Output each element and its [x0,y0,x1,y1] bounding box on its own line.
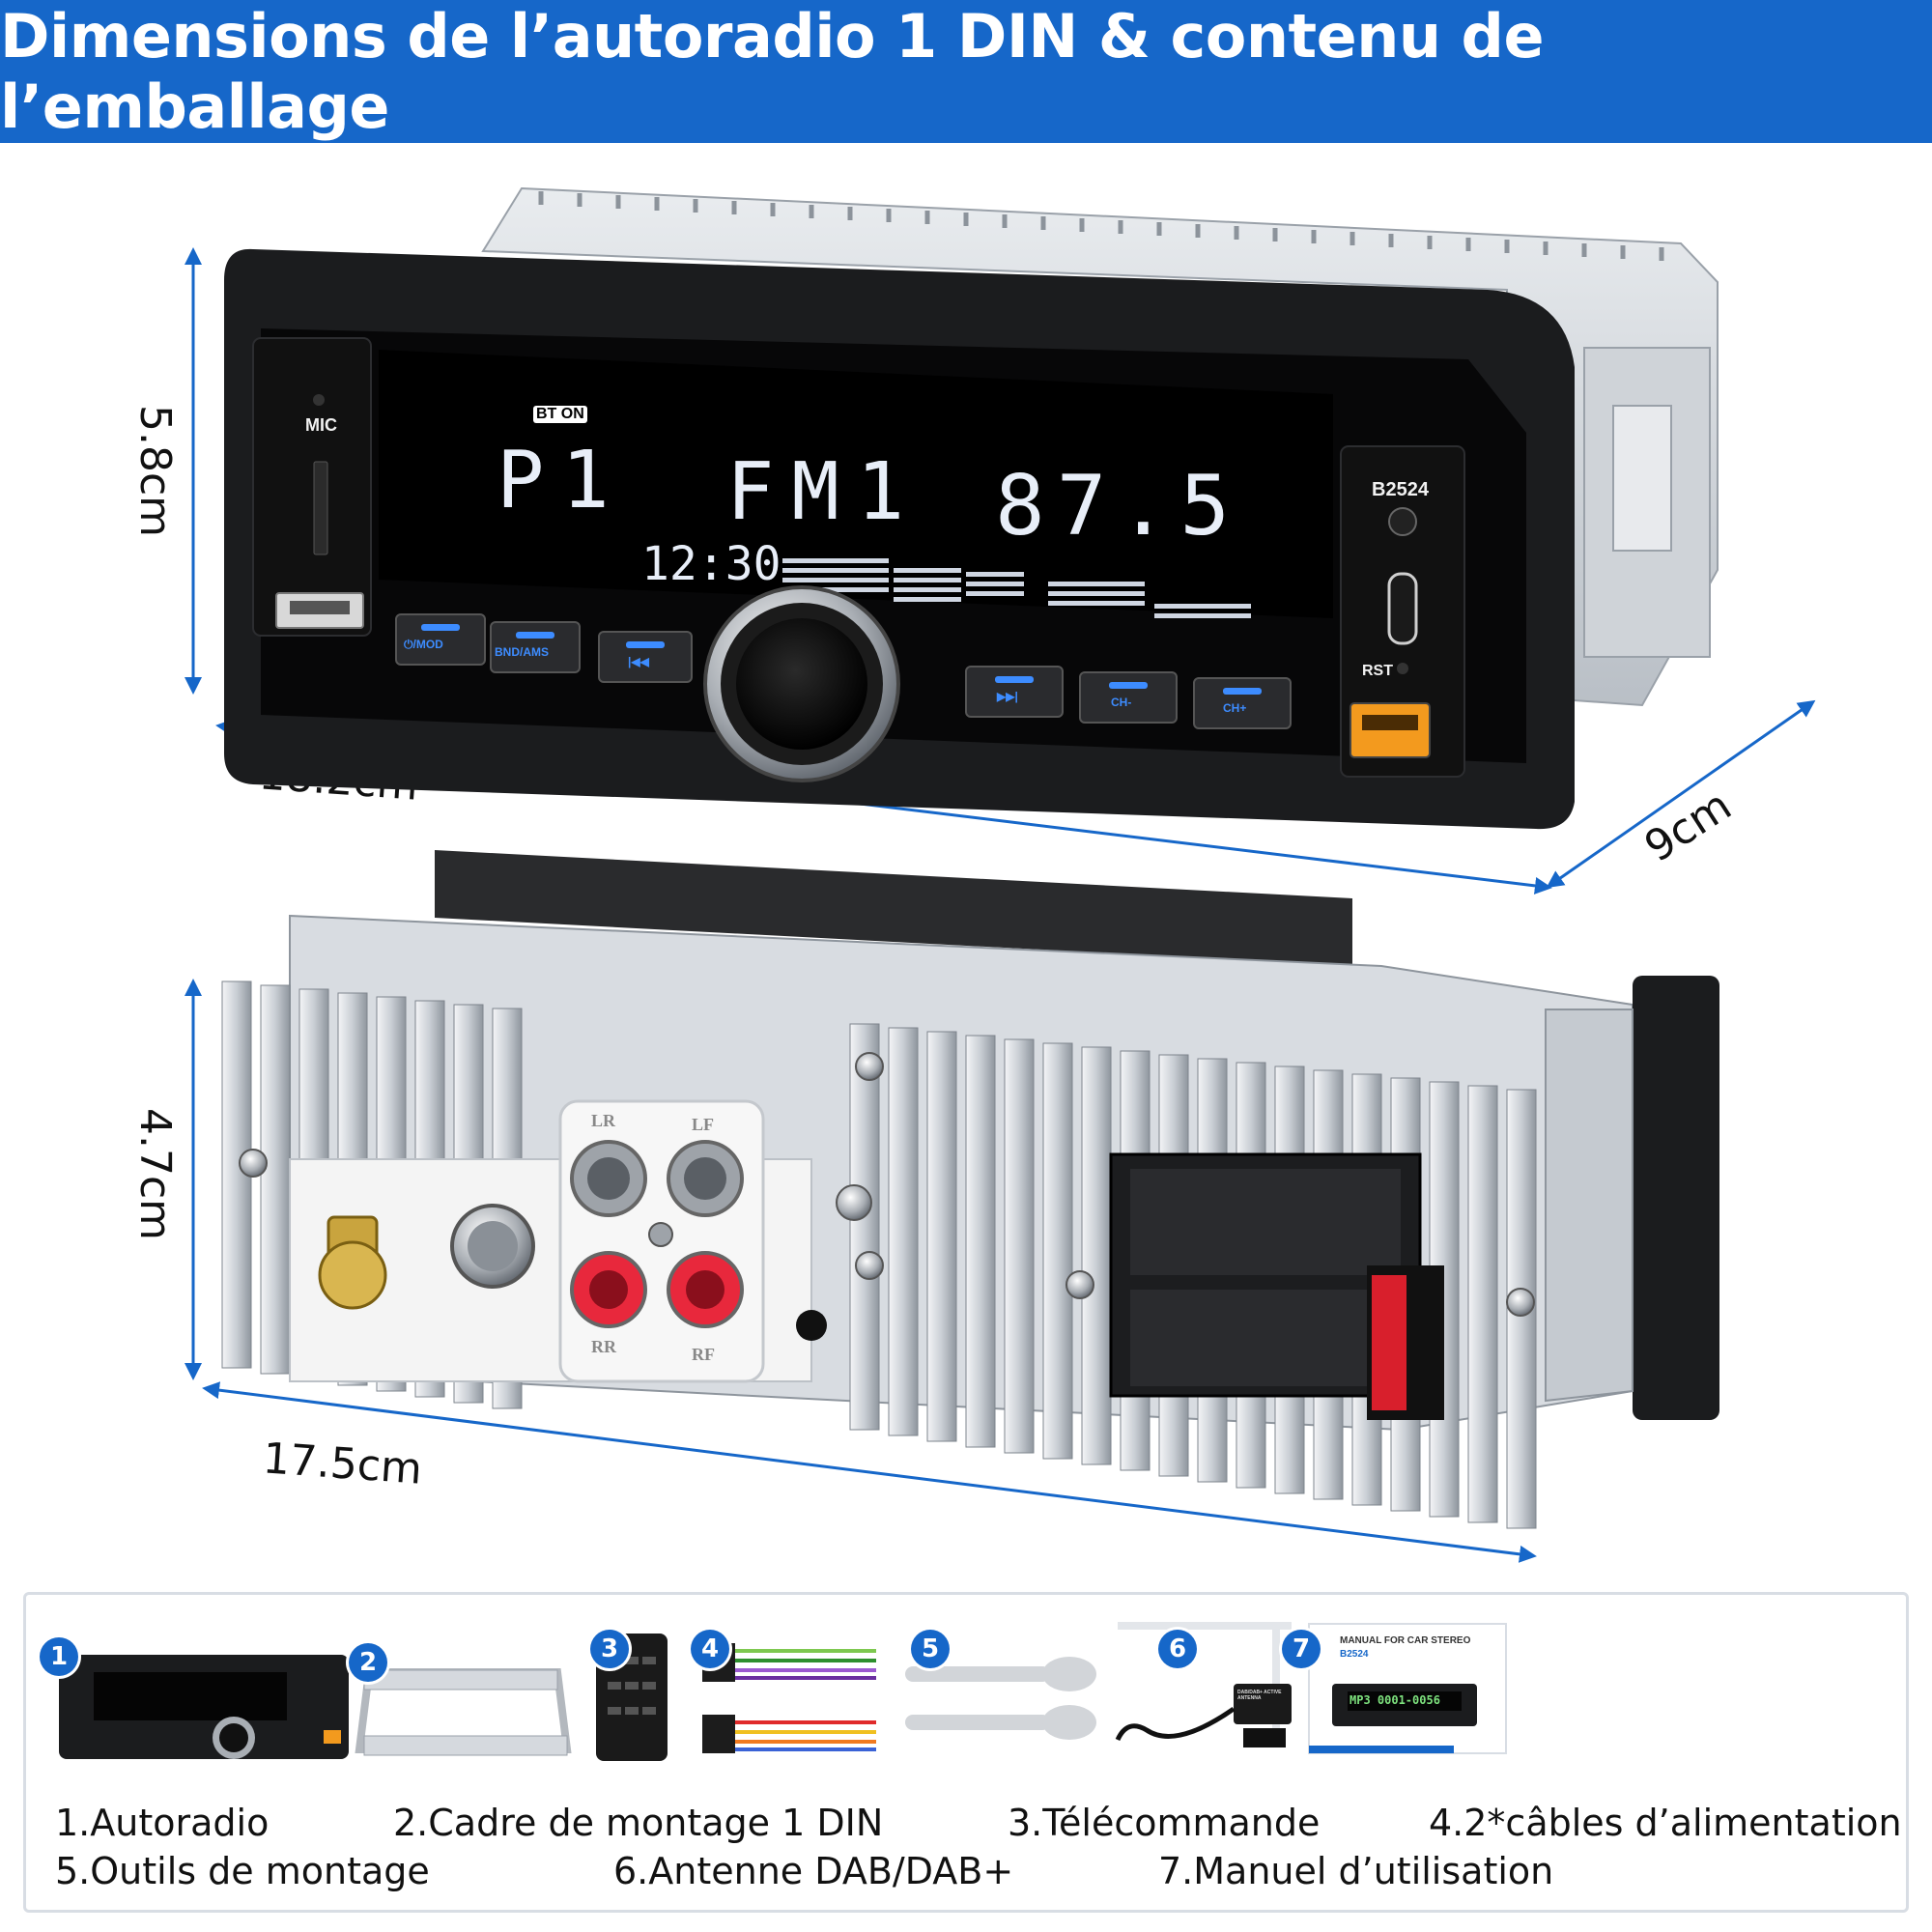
item-label-5: 5.Outils de montage [55,1850,430,1892]
item-label-6: 6.Antenne DAB/DAB+ [613,1850,1014,1892]
badge-3: 3 [590,1630,629,1668]
manual-display-readout: MP3 0001-0056 [1350,1693,1440,1707]
button-band-ams[interactable]: BND/AMS [495,645,549,659]
badge-5: 5 [911,1630,950,1668]
rca-label-rf: RF [692,1345,715,1364]
badge-4: 4 [691,1630,729,1668]
item-label-7: 7.Manuel d’utilisation [1158,1850,1554,1892]
button-previous[interactable]: |◀◀ [628,655,649,668]
button-channel-down[interactable]: CH- [1111,696,1132,709]
item-label-2: 2.Cadre de montage 1 DIN [393,1802,884,1844]
page-title: Dimensions de l’autoradio 1 DIN & conten… [0,1,1545,142]
antenna-tag: DAB/DAB+ ACTIVE ANTENNA [1237,1690,1282,1701]
bt-indicator: BT ON [533,406,587,423]
item-label-4: 4.2*câbles d’alimentation [1429,1802,1902,1844]
manual-title: MANUAL FOR CAR STEREO [1340,1635,1471,1646]
badge-7: 7 [1282,1630,1321,1668]
page-header: Dimensions de l’autoradio 1 DIN & conten… [0,0,1932,143]
button-channel-up[interactable]: CH+ [1223,701,1247,715]
rca-label-lr: LR [591,1111,616,1130]
badge-6: 6 [1158,1630,1197,1668]
item-label-3: 3.Télécommande [1008,1802,1321,1844]
display-frequency: 87.5 [995,458,1242,554]
rca-label-rr: RR [591,1337,616,1356]
button-power-mode[interactable]: ⏻/MOD [404,638,443,651]
badge-2: 2 [349,1643,387,1682]
item-label-1: 1.Autoradio [55,1802,270,1844]
rca-label-lf: LF [692,1115,715,1134]
model-label: B2524 [1372,479,1429,500]
display-band: FM1 [726,446,923,538]
mic-label: MIC [305,415,337,435]
manual-model: B2524 [1340,1649,1369,1660]
badge-1: 1 [40,1637,78,1676]
display-preset: P1 [497,435,627,526]
package-contents: 1 2 3 4 5 6 7 MANUAL FOR CAR STEREO B252… [23,1592,1909,1913]
display-clock: 12:30 [641,537,781,591]
button-next[interactable]: ▶▶| [997,690,1018,703]
package-illustrations [59,1622,1507,1761]
rst-label: RST [1362,663,1393,679]
